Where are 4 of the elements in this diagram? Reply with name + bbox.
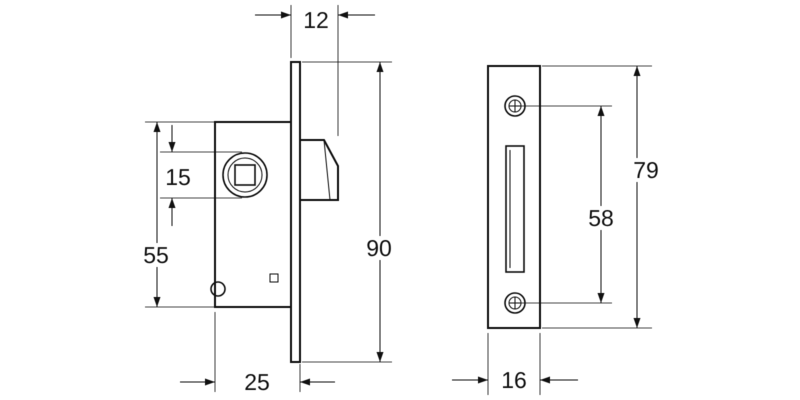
dimension-label: 55 (141, 243, 171, 267)
dimension-label: 79 (631, 158, 661, 182)
dimension-label: 58 (586, 206, 616, 230)
dimension-label: 90 (364, 236, 394, 260)
